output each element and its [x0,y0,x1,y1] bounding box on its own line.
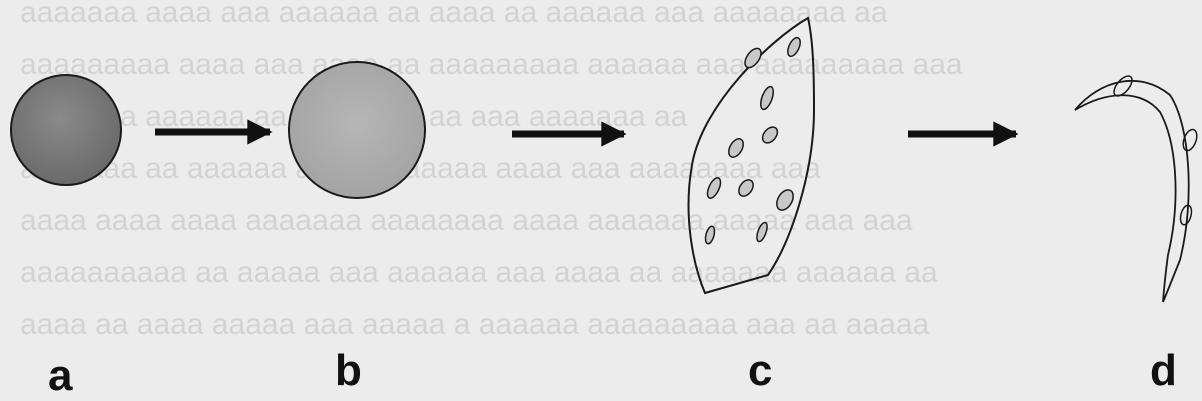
label-b: b [335,346,362,395]
label-d: d [1150,346,1177,395]
stage-d-crescent [1075,73,1199,302]
stage-a-sphere [11,75,121,185]
svg-text:aaaa aa aaaa aaaaa aaa aaaaa a: aaaa aa aaaa aaaaa aaa aaaaa a aaaaaa aa… [20,308,930,341]
svg-text:aaaaaaa aaaa aaa aaaaaa aa aaa: aaaaaaa aaaa aaa aaaaaa aa aaaa aa aaaaa… [20,0,888,29]
svg-text:aaaaaaa aa aaaaaa aa aaaaaaaaa: aaaaaaa aa aaaaaa aa aaaaaaaaa aaaa aaa … [20,152,821,185]
label-a: a [48,351,73,400]
stage-b-sphere [289,62,425,198]
svg-text:aaaaaaaaa aaaa aaa aaaa aa aaa: aaaaaaaaa aaaa aaa aaaa aa aaaaaaaaa aaa… [20,48,963,81]
background-text-lines: aaaaaaa aaaa aaa aaaaaa aa aaaa aa aaaaa… [20,0,963,341]
stage-d-outline [1075,81,1189,302]
label-c: c [748,346,772,395]
svg-text:aaaaaaaaaa aa aaaaa aaa aaaaaa: aaaaaaaaaa aa aaaaa aaa aaaaaa aaa aaaa … [20,256,938,289]
